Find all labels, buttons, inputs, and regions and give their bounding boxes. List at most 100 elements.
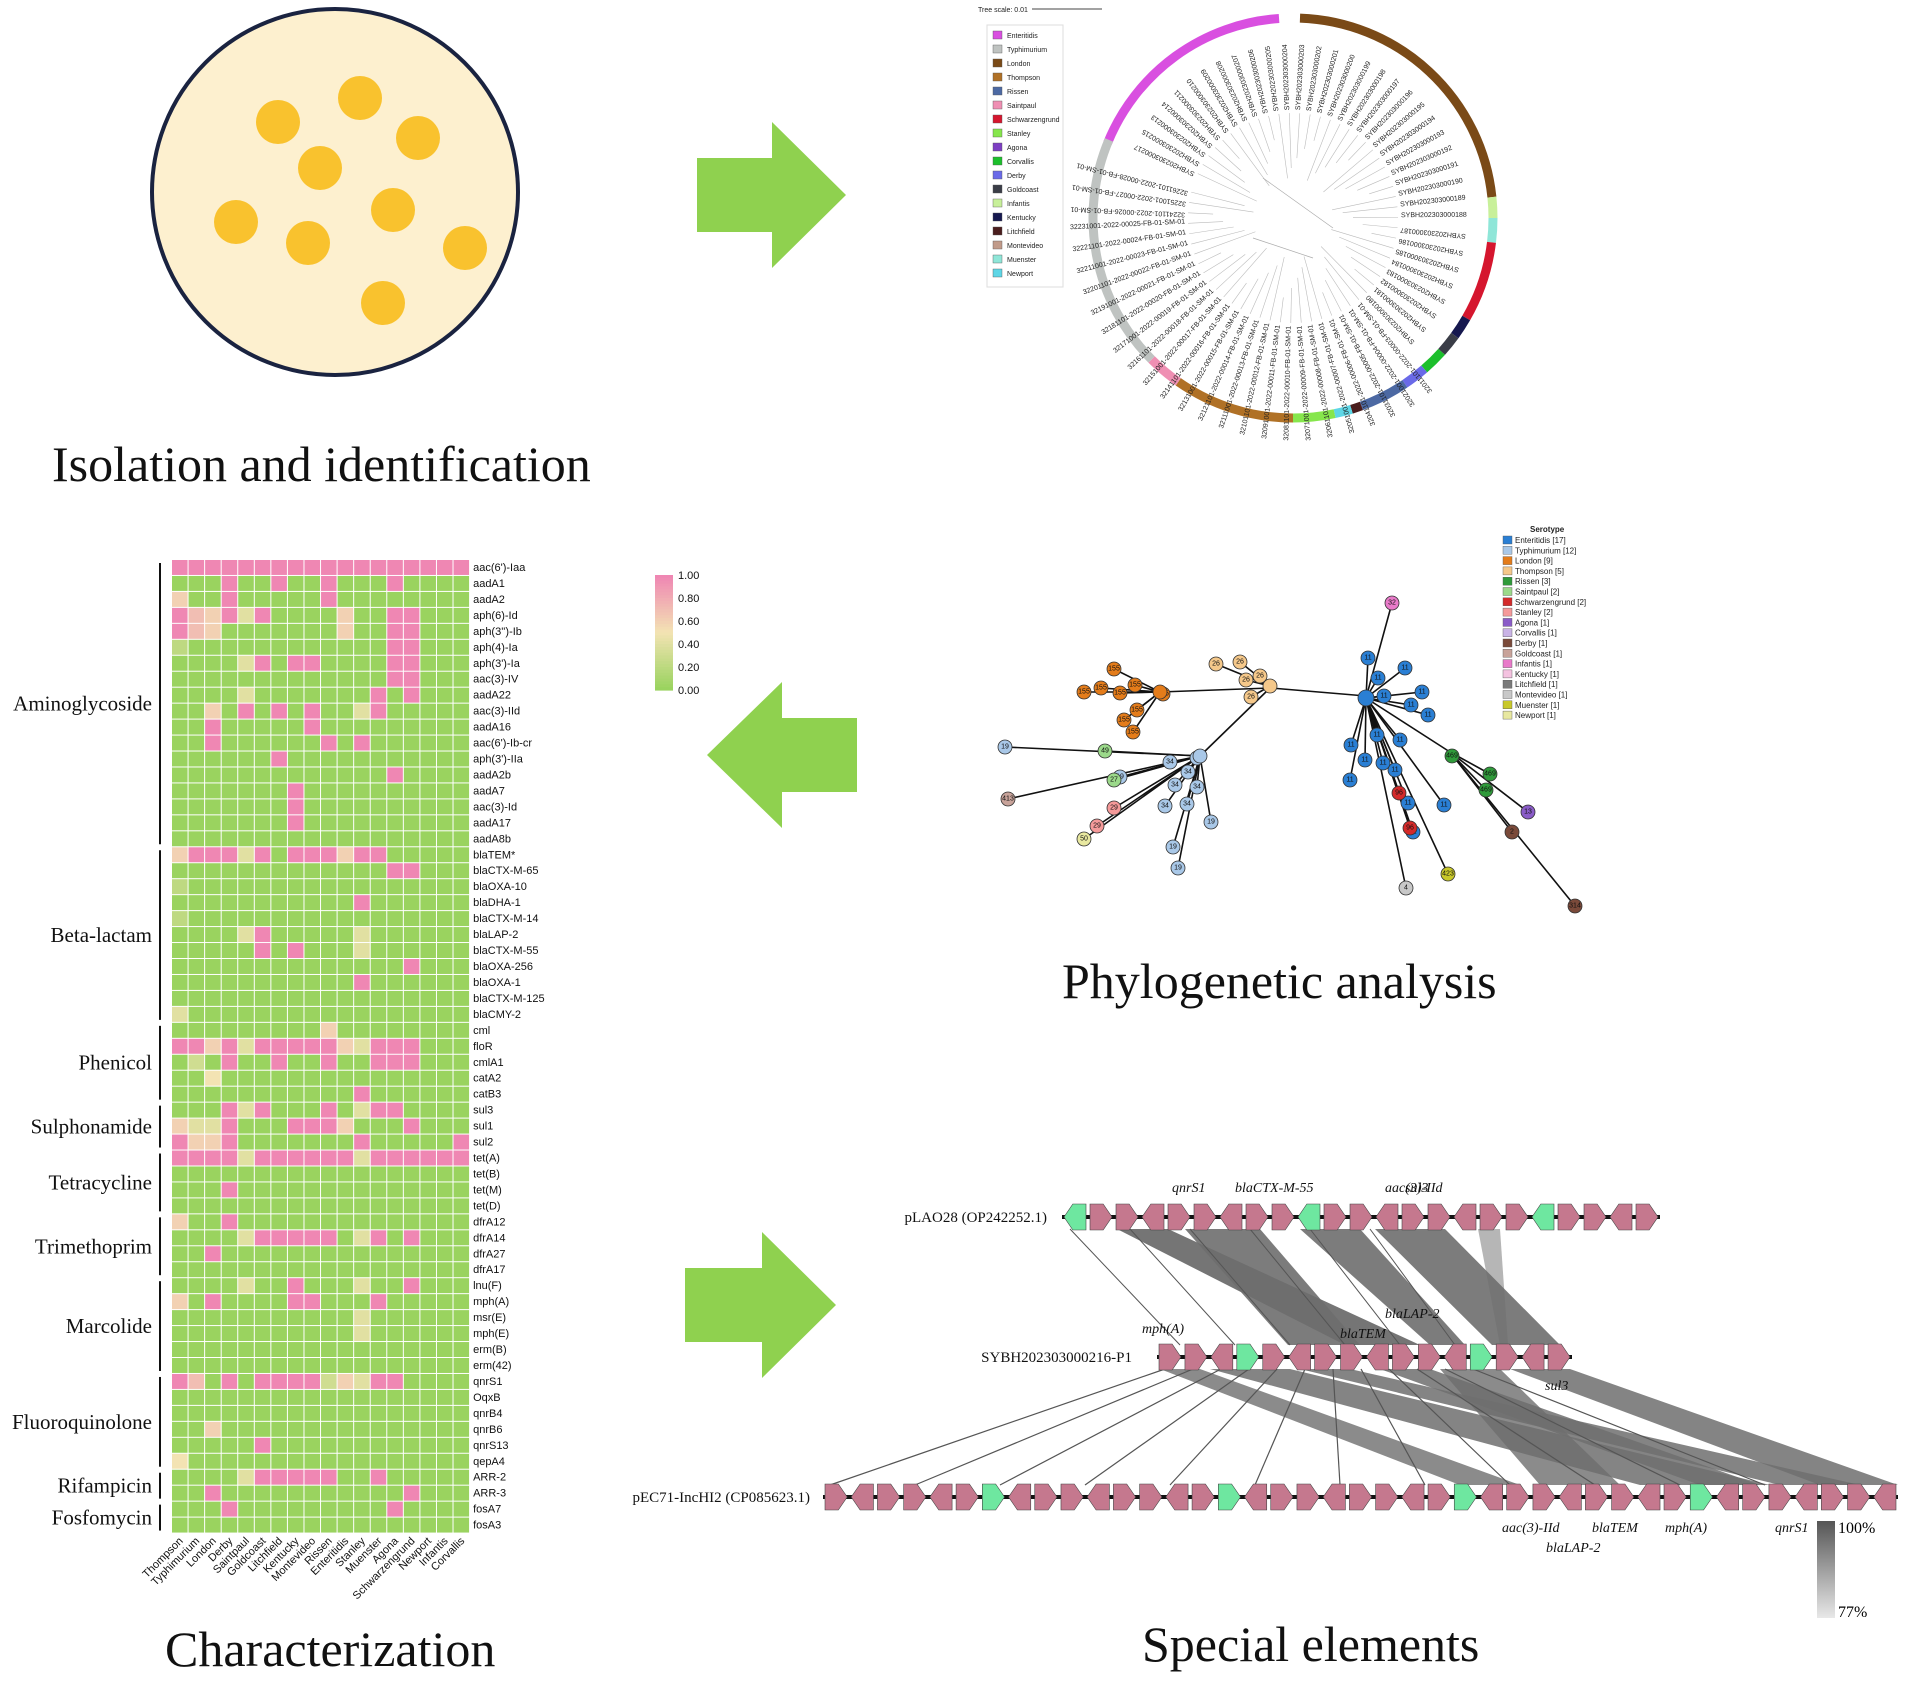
heatmap-cell <box>420 1294 436 1310</box>
heatmap-cell <box>370 1405 387 1421</box>
legend-swatch <box>992 30 1003 40</box>
heatmap-cell <box>436 1166 453 1182</box>
heatmap-gene-label: aac(6')-Ib-cr <box>473 738 532 750</box>
mst-edge <box>1113 755 1201 809</box>
mst-node <box>1392 732 1408 748</box>
mst-node <box>1238 672 1254 688</box>
heatmap-cell <box>354 990 370 1006</box>
heatmap-cell <box>337 687 354 703</box>
heatmap-cell <box>304 1054 321 1070</box>
heatmap-gene-label: fosA7 <box>473 1504 501 1516</box>
mst-node-label: 26 <box>1242 677 1250 684</box>
heatmap-cell <box>354 1086 370 1102</box>
mst-node-label: 11 <box>1418 689 1425 696</box>
heatmap-cell <box>436 943 453 958</box>
mst-node-label: 155 <box>1127 729 1139 736</box>
heatmap-cell <box>354 783 370 799</box>
heatmap-gene-label: dfrA14 <box>473 1232 505 1244</box>
gene-arrow <box>1034 1483 1058 1511</box>
heatmap-cell <box>321 1437 337 1453</box>
mst-node <box>1165 839 1181 855</box>
heatmap-cell <box>403 1070 420 1086</box>
heatmap-cell <box>188 1485 205 1501</box>
tree-branch <box>1320 246 1367 293</box>
mst-node-label: 19 <box>1174 865 1182 872</box>
heatmap-gene-label: dfrA17 <box>473 1264 505 1276</box>
heatmap-cell <box>287 1326 304 1342</box>
heatmap-cell <box>370 1022 387 1038</box>
heatmap-cell <box>221 703 238 719</box>
heatmap-cell <box>321 1485 337 1501</box>
heatmap-cell <box>321 1278 337 1294</box>
heatmap-cell <box>420 1246 436 1262</box>
tree-branch <box>1290 287 1292 323</box>
heatmap-cell <box>354 1230 370 1246</box>
heatmap-cell <box>188 639 205 655</box>
heatmap-cell <box>271 1022 287 1038</box>
tree-tip-label: SYBH202303000204 <box>1282 44 1291 110</box>
heatmap-legend-tick: 0.60 <box>678 616 699 628</box>
heatmap-gene-label: blaOXA-256 <box>473 961 533 973</box>
heatmap-cell <box>370 1262 387 1278</box>
heatmap-cell <box>370 974 387 990</box>
heatmap-cell <box>188 1326 205 1342</box>
heatmap-cell <box>453 1485 470 1501</box>
heatmap-cell <box>387 1214 403 1230</box>
mst-node-label: 314 <box>1569 903 1581 910</box>
tree-branch <box>1350 256 1381 277</box>
gene-arrow <box>1742 1483 1766 1511</box>
heatmap-cell <box>304 735 321 751</box>
legend-gradient-step <box>655 675 673 680</box>
tree-branch <box>1215 251 1257 290</box>
heatmap-cell <box>304 1485 321 1501</box>
heatmap-cell <box>238 1469 254 1485</box>
heatmap-cell <box>387 655 403 671</box>
heatmap-cell <box>271 703 287 719</box>
heatmap-cell <box>453 751 470 767</box>
heatmap-cell <box>337 1294 354 1310</box>
heatmap-cell <box>453 895 470 911</box>
heatmap-cell <box>387 1102 403 1118</box>
heatmap-cell <box>205 1118 221 1134</box>
heatmap-cell <box>287 575 304 591</box>
heatmap-cell <box>453 639 470 655</box>
heatmap-cell <box>321 767 337 783</box>
heatmap-cell <box>221 927 238 943</box>
heatmap-cell <box>254 815 271 831</box>
mst-node-label: 155 <box>1095 685 1107 692</box>
heatmap-cell <box>238 1182 254 1198</box>
heatmap-cells <box>172 560 470 1533</box>
legend-gradient-step <box>655 586 673 590</box>
heatmap-cell <box>271 1453 287 1469</box>
heatmap-cell <box>221 911 238 927</box>
gene-arrow <box>1063 1203 1087 1231</box>
mst-node <box>1444 748 1460 764</box>
heatmap-cell <box>205 1054 221 1070</box>
heatmap-cell <box>354 591 370 607</box>
heatmap-cell <box>387 1070 403 1086</box>
heatmap-cell <box>205 1086 221 1102</box>
gene-arrow <box>1141 1203 1165 1231</box>
heatmap-cell <box>387 879 403 895</box>
heatmap-cell <box>287 783 304 799</box>
heatmap-cell <box>436 1501 453 1517</box>
mst-legend-swatch <box>1502 638 1513 648</box>
legend-swatch <box>992 72 1003 82</box>
heatmap-cell <box>287 751 304 767</box>
heatmap-cell <box>254 1150 271 1166</box>
heatmap-color-legend: 1.000.800.600.400.200.00 <box>655 570 699 697</box>
heatmap-cell <box>271 974 287 990</box>
heatmap-cell <box>238 799 254 815</box>
heatmap-cell <box>221 1373 238 1389</box>
heatmap-cell <box>370 847 387 863</box>
legend-swatch <box>992 212 1003 222</box>
heatmap-cell <box>420 1198 436 1214</box>
heatmap-cell <box>453 1070 470 1086</box>
heatmap-cell <box>337 703 354 719</box>
heatmap-cell <box>436 1373 453 1389</box>
heatmap-cell <box>254 1214 271 1230</box>
heatmap-cell <box>205 911 221 927</box>
heatmap-cell <box>354 655 370 671</box>
mst-node <box>1232 654 1248 670</box>
heatmap-cell <box>453 655 470 671</box>
